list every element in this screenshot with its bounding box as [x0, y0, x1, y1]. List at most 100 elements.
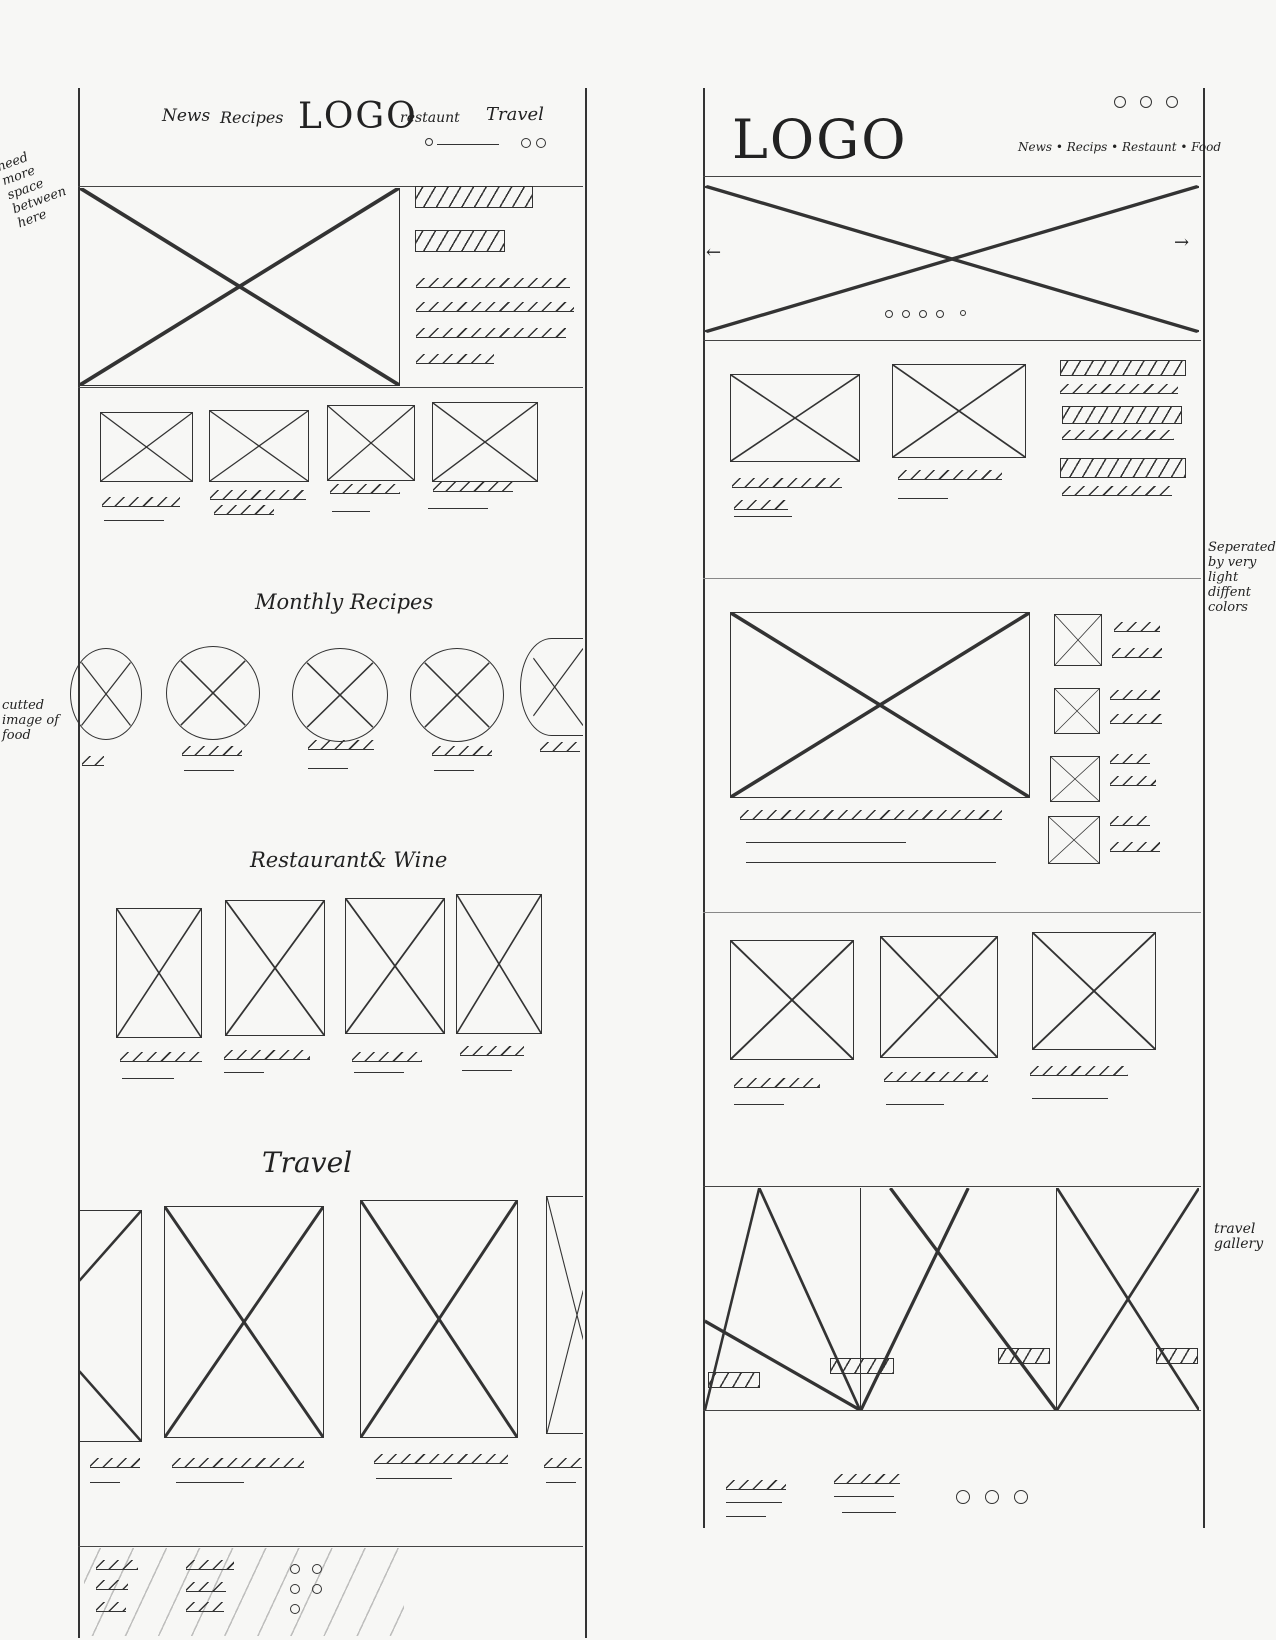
left-travel-title — [90, 1458, 140, 1468]
right-footer-link — [834, 1496, 894, 1497]
right-annotation-separate: Seperated by very light diffent colors — [1208, 540, 1276, 615]
right-card-sub — [886, 1104, 944, 1105]
right-news-title — [732, 478, 842, 488]
right-news-text — [1062, 486, 1172, 496]
right-feature-image — [730, 612, 1030, 798]
left-nav-travel: Travel — [486, 104, 544, 125]
left-search-dot — [425, 138, 433, 146]
right-icon-dot-2 — [1140, 96, 1152, 108]
left-hero-subhead — [415, 230, 505, 252]
right-gallery-caption — [830, 1358, 894, 1374]
right-card-image — [730, 940, 854, 1060]
right-list-sub — [1110, 776, 1156, 786]
left-restaurant-title — [352, 1052, 422, 1062]
left-logo: LOGO — [298, 96, 418, 137]
right-footer-link — [726, 1516, 766, 1517]
left-footer-link — [186, 1582, 226, 1592]
left-restaurant-image — [225, 900, 325, 1036]
left-recipe-circle-partial — [520, 638, 583, 736]
left-news-card-image — [432, 402, 538, 482]
right-list-title — [1110, 690, 1160, 700]
right-carousel-dot[interactable] — [936, 310, 944, 318]
right-footer-link — [726, 1502, 782, 1503]
right-carousel-arrow-right[interactable]: → — [1174, 232, 1190, 253]
left-restaurant-title — [120, 1052, 202, 1062]
left-news-card-title — [330, 484, 400, 494]
right-gallery-top-line — [703, 1186, 1201, 1187]
left-travel-image — [360, 1200, 518, 1438]
right-news-text — [1062, 430, 1174, 440]
left-section-travel-title: Travel — [262, 1146, 353, 1179]
right-footer-social-dot[interactable] — [1014, 1490, 1028, 1504]
right-list-thumb — [1054, 614, 1102, 666]
right-news-headline-box — [1060, 458, 1186, 478]
left-recipe-sub — [184, 770, 234, 771]
right-list-sub — [1110, 842, 1160, 852]
right-carousel-dot[interactable] — [960, 310, 966, 316]
right-carousel-arrow-left[interactable]: ← — [706, 242, 722, 263]
right-feature-text — [746, 862, 996, 863]
left-recipe-title — [540, 742, 580, 752]
left-travel-image-partial — [546, 1196, 583, 1434]
left-recipe-sub — [308, 768, 348, 769]
left-footer-link — [186, 1602, 224, 1612]
right-carousel-dot[interactable] — [902, 310, 910, 318]
right-list-sub — [1110, 714, 1162, 724]
left-news-card-sub — [332, 511, 370, 512]
left-hero-text-2 — [416, 302, 574, 312]
left-footer-social-dot — [290, 1604, 300, 1614]
right-feature-title — [740, 810, 1002, 820]
right-list-thumb — [1048, 816, 1100, 864]
left-travel-sub — [376, 1478, 452, 1479]
right-carousel-bottom-line — [703, 340, 1201, 341]
right-wireframe-frame — [703, 88, 1205, 1528]
left-restaurant-image — [456, 894, 542, 1034]
left-hero-image — [80, 188, 400, 386]
left-restaurant-sub — [224, 1072, 264, 1073]
left-restaurant-sub — [354, 1072, 404, 1073]
right-carousel-top-line — [703, 176, 1201, 177]
left-recipe-title — [82, 756, 104, 766]
left-restaurant-sub — [122, 1078, 174, 1079]
right-icon-dot-1 — [1114, 96, 1126, 108]
right-gallery-bottom-line — [703, 1410, 1201, 1411]
left-footer-link — [186, 1560, 234, 1570]
right-card-image — [1032, 932, 1156, 1050]
left-nav-restaurant: restaunt — [400, 110, 460, 126]
left-travel-image — [164, 1206, 324, 1438]
left-travel-image-partial — [80, 1210, 142, 1442]
right-list-title — [1110, 816, 1150, 826]
left-travel-sub — [546, 1482, 576, 1483]
right-card-sub — [734, 1104, 784, 1105]
left-recipe-circle — [70, 648, 142, 740]
left-hero-headline — [415, 186, 533, 208]
left-annotation-food: cutted image of food — [2, 698, 60, 743]
right-news-title — [898, 470, 1002, 480]
right-footer-social-dot[interactable] — [956, 1490, 970, 1504]
right-carousel-dot[interactable] — [885, 310, 893, 318]
left-footer-link — [96, 1602, 126, 1612]
right-list-sub — [1112, 648, 1162, 658]
left-footer-social-dot — [290, 1564, 300, 1574]
right-nav: News • Recips • Restaunt • Food — [1018, 140, 1222, 154]
right-footer-social-dot[interactable] — [985, 1490, 999, 1504]
right-gallery-tile — [1057, 1188, 1199, 1410]
right-annotation-gallery: travel gallery — [1214, 1221, 1264, 1252]
right-carousel-image — [705, 178, 1199, 340]
left-restaurant-image — [116, 908, 202, 1038]
left-hero-bottom-line — [78, 387, 583, 388]
right-list-thumb — [1050, 756, 1100, 802]
right-news-sub — [734, 500, 788, 510]
left-recipe-title — [182, 746, 242, 756]
right-card-title — [884, 1072, 988, 1082]
right-list-thumb — [1054, 688, 1100, 734]
right-footer-link — [726, 1480, 786, 1490]
right-gallery-tile — [861, 1188, 1057, 1410]
right-carousel-dot[interactable] — [919, 310, 927, 318]
left-section-restaurant-title: Restaurant& Wine — [250, 848, 448, 872]
right-gallery-caption — [708, 1372, 760, 1388]
right-list-title — [1114, 622, 1160, 632]
right-news-sub — [734, 516, 792, 517]
right-news-image — [730, 374, 860, 462]
left-hero-text-3 — [416, 328, 566, 338]
